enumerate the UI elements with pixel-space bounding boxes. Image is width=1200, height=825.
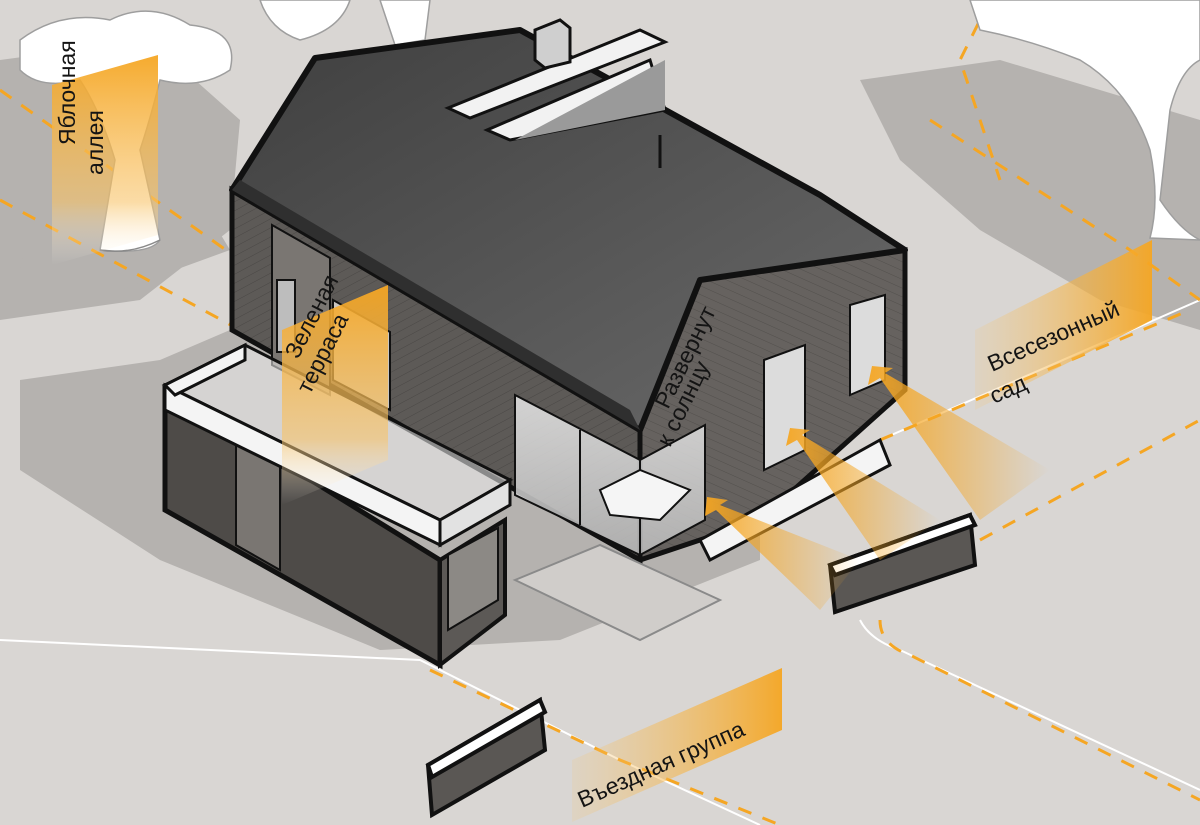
sun-arrow-2 bbox=[786, 428, 940, 560]
entrance-wall-left bbox=[425, 696, 548, 819]
sun-arrow-3 bbox=[705, 497, 860, 610]
skylights bbox=[444, 28, 669, 142]
sun-arrows bbox=[705, 366, 1050, 610]
glass-corner bbox=[514, 393, 706, 557]
sun-arrow-1 bbox=[868, 366, 1050, 520]
label-apple-alley-line1: Яблочная bbox=[54, 40, 80, 145]
label-apple-alley-line2: аллея bbox=[82, 110, 108, 175]
tag-apple-alley: Яблочная аллея bbox=[52, 40, 158, 265]
chimney bbox=[533, 18, 572, 70]
garage-door bbox=[447, 526, 499, 632]
roof-eave-left bbox=[232, 180, 640, 430]
roof bbox=[229, 27, 908, 433]
entrance-steps bbox=[512, 543, 723, 642]
tree-right bbox=[969, 0, 1200, 241]
